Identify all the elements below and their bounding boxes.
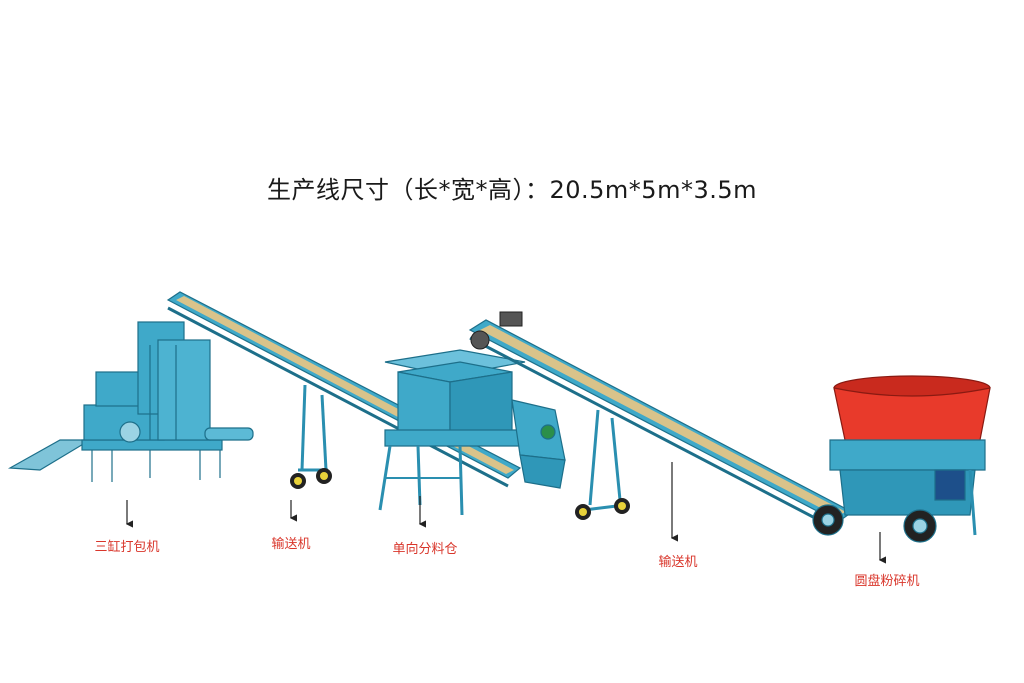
- label-crusher: 圆盘粉碎机: [854, 574, 920, 589]
- label-baler: 三缸打包机: [94, 540, 160, 555]
- label-silo: 单向分料仓: [392, 542, 458, 557]
- label-arrows: [125, 462, 886, 564]
- distribution-silo: [378, 349, 566, 516]
- tub-grinder: [812, 375, 991, 543]
- baler-machine: [7, 321, 254, 482]
- label-conveyor-1: 输送机: [271, 537, 311, 552]
- label-conveyor-2: 输送机: [658, 555, 698, 570]
- page-title: 生产线尺寸（长*宽*高）：20.5m*5m*3.5m: [266, 176, 757, 204]
